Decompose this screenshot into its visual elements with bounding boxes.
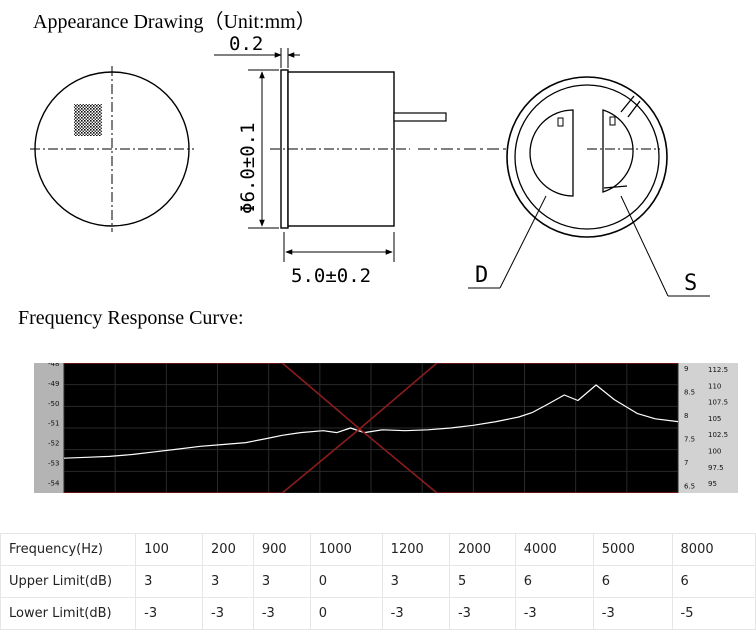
- table-cell: 3: [381, 565, 450, 598]
- lower-limit-line: [64, 428, 678, 493]
- chart-svg: -48 -49 -50 -51 -52 -53 -54 9 8.5 8 7.5 7 6.5 112.5 11…: [34, 363, 738, 493]
- table-cell: 0: [309, 597, 383, 630]
- left-tick-label: -48: [48, 363, 59, 368]
- left-tick-label: -51: [48, 420, 59, 428]
- table-cell: 5000: [592, 533, 673, 566]
- table-cell: -3: [592, 597, 673, 630]
- right-tick-label-inner: 8: [684, 412, 688, 420]
- dim-lead-label: 0.2: [229, 33, 263, 55]
- appearance-title: Appearance Drawing（Unit:mm）: [33, 11, 316, 33]
- table-cell: 8000: [671, 533, 756, 566]
- right-tick-label-outer: 100: [708, 448, 721, 456]
- response-curve: [63, 384, 679, 459]
- table-cell: 3: [202, 565, 254, 598]
- table-cell: 200: [202, 533, 254, 566]
- frequency-response-chart: -48 -49 -50 -51 -52 -53 -54 9 8.5 8 7.5 7 6.5 112.5 11…: [34, 363, 738, 493]
- table-cell: -3: [252, 597, 311, 630]
- table-cell: 3: [252, 565, 311, 598]
- table-cell: 6: [514, 565, 594, 598]
- rear-view: D S: [418, 76, 710, 297]
- right-tick-label-inner: 7: [684, 459, 688, 467]
- left-tick-label: -52: [48, 440, 59, 448]
- dim-length-label: 5.0±0.2: [291, 265, 371, 287]
- table-cell: 1200: [381, 533, 450, 566]
- table-cell: 6: [592, 565, 673, 598]
- table-cell: -3: [514, 597, 594, 630]
- table-cell: 6: [671, 565, 756, 598]
- right-tick-label-inner: 9: [684, 365, 688, 373]
- table-cell: 2000: [448, 533, 516, 566]
- side-view: 0.2 Φ6.0±0.1 5.0±0.2: [214, 33, 447, 287]
- left-tick-label: -49: [48, 380, 59, 388]
- right-tick-label-outer: 97.5: [708, 464, 724, 472]
- frequency-title: Frequency Response Curve:: [18, 307, 244, 329]
- table-cell: -5: [671, 597, 756, 630]
- row-header-cell: Frequency(Hz): [0, 533, 137, 566]
- right-tick-label-outer: 105: [708, 415, 721, 423]
- table-cell: -3: [135, 597, 204, 630]
- sound-hole-mesh: [74, 104, 102, 136]
- right-tick-label-outer: 107.5: [708, 399, 728, 407]
- right-tick-label-inner: 7.5: [684, 436, 695, 444]
- front-view: [30, 66, 194, 232]
- pad-d: [529, 109, 574, 197]
- table-cell: 5: [448, 565, 516, 598]
- right-tick-label-inner: 8.5: [684, 389, 695, 397]
- left-tick-label: -53: [48, 460, 59, 468]
- table-cell: -3: [448, 597, 516, 630]
- appearance-drawing: 0.2 Φ6.0±0.1 5.0±0.2 D S: [30, 33, 710, 297]
- label-s: S: [684, 271, 697, 296]
- table-cell: 100: [135, 533, 204, 566]
- right-tick-label-outer: 95: [708, 480, 717, 488]
- label-d: D: [475, 263, 488, 288]
- table-cell: -3: [202, 597, 254, 630]
- right-tick-label-outer: 102.5: [708, 431, 728, 439]
- left-tick-label: -54: [48, 479, 60, 487]
- table-cell: 1000: [309, 533, 383, 566]
- right-tick-label-outer: 112.5: [708, 366, 728, 374]
- table-cell: 900: [252, 533, 311, 566]
- right-tick-label-outer: 110: [708, 382, 721, 390]
- right-tick-label-inner: 6.5: [684, 483, 695, 491]
- table-cell: 3: [135, 565, 204, 598]
- row-header-cell: Lower Limit(dB): [0, 597, 137, 630]
- table-cell: 4000: [514, 533, 594, 566]
- dim-diameter-label: Φ6.0±0.1: [237, 122, 259, 214]
- left-tick-label: -50: [48, 400, 59, 408]
- row-header-cell: Upper Limit(dB): [0, 565, 137, 598]
- table-cell: 0: [309, 565, 383, 598]
- table-cell: -3: [381, 597, 450, 630]
- pad-s: [602, 109, 634, 193]
